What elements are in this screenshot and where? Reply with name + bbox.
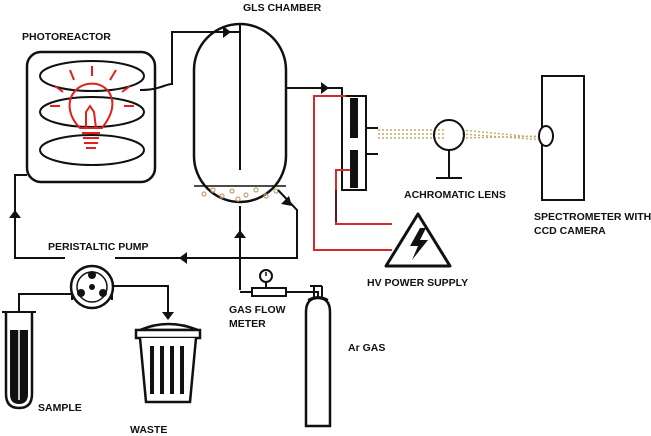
tube-pump-to-waste <box>112 285 169 318</box>
argon-cylinder <box>304 285 332 428</box>
flow-meter-body <box>251 287 287 297</box>
lens-icon <box>433 119 465 151</box>
waste-bin <box>134 322 202 404</box>
spectrometer-label-line1: SPECTROMETER WITH <box>534 211 651 223</box>
test-tube-icon <box>4 312 34 410</box>
pump-roller-icon <box>99 289 107 297</box>
arrow-left-icon <box>179 252 187 264</box>
arrow-down-icon <box>281 196 292 206</box>
gas-flow-meter <box>240 269 319 300</box>
gls-chamber <box>192 22 288 204</box>
light-beam <box>378 129 545 141</box>
coil-loop <box>39 96 145 128</box>
tubing <box>14 31 343 318</box>
coil-loop <box>39 134 145 166</box>
light-bulb-icon <box>50 66 134 149</box>
spectrometer <box>538 75 585 201</box>
photoreactor <box>25 50 157 184</box>
lightning-bolt-icon <box>410 228 428 260</box>
pump-roller-icon <box>77 289 85 297</box>
arrow-up-icon <box>234 230 246 238</box>
achromatic-lens-label: ACHROMATIC LENS <box>404 189 506 201</box>
gas-cylinder-icon <box>304 296 332 428</box>
hv-wire-upper <box>313 95 392 251</box>
photoreactor-label: PHOTOREACTOR <box>22 31 111 43</box>
coil-loop <box>39 60 145 92</box>
cell-body <box>341 95 367 191</box>
gls-chamber-label: GLS CHAMBER <box>243 2 322 14</box>
plasma-cell <box>341 95 378 191</box>
lower-electrode <box>350 150 358 188</box>
pump-roller-icon <box>88 271 96 279</box>
peristaltic-pump <box>69 264 115 310</box>
tube-gls-to-cell <box>286 87 343 96</box>
trash-bin-icon <box>138 337 198 404</box>
spectrometer-label-line2: CCD CAMERA <box>534 225 606 237</box>
sample-tube <box>2 311 36 410</box>
hv-power-supply-label: HV POWER SUPPLY <box>367 277 468 289</box>
tube-reactor-to-gls <box>139 31 240 91</box>
entrance-slit-icon <box>538 125 554 147</box>
sample-label: SAMPLE <box>38 402 82 414</box>
arrow-right-icon <box>223 26 231 38</box>
ar-gas-label: Ar GAS <box>348 342 385 354</box>
arrow-down-icon <box>162 312 174 320</box>
gas-flow-label-line1: GAS FLOW <box>229 304 286 316</box>
achromatic-lens <box>433 119 465 179</box>
flow-arrows <box>9 26 329 320</box>
gas-flow-label-line2: METER <box>229 318 266 330</box>
hv-power-supply <box>384 212 452 268</box>
photoreactor-box <box>25 50 157 184</box>
cylinder-valve <box>310 285 323 298</box>
arrow-right-icon <box>321 82 329 94</box>
peristaltic-pump-label: PERISTALTIC PUMP <box>48 241 149 253</box>
upper-electrode <box>350 98 358 138</box>
waste-label: WASTE <box>130 424 167 436</box>
arrow-up-icon <box>9 210 21 218</box>
tube-sample-to-pump <box>18 293 72 312</box>
hv-wire-lower <box>335 169 392 225</box>
